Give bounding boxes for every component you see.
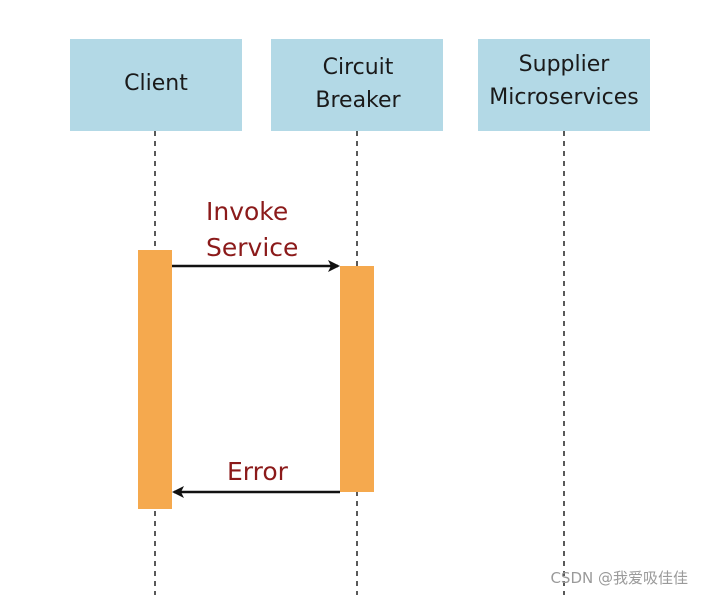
- watermark-text: CSDN @我爱吸佳佳: [550, 569, 688, 587]
- participant-supplier-microservices: Supplier Microservices: [478, 39, 650, 131]
- participant-box-client: [70, 39, 242, 131]
- participant-label-circuit-breaker-line-2: Breaker: [315, 88, 401, 113]
- participant-label-circuit-breaker-line-1: Circuit: [323, 55, 394, 80]
- message-error: Error: [172, 457, 340, 498]
- message-invoke-service: Invoke Service: [172, 197, 340, 272]
- participant-box-supplier-microservices: [478, 39, 650, 131]
- participant-box-circuit-breaker: [271, 39, 443, 131]
- participant-circuit-breaker: Circuit Breaker: [271, 39, 443, 131]
- activation-bar-client: [138, 250, 172, 509]
- participant-label-supplier-microservices-line-2: Microservices: [489, 85, 638, 110]
- message-label-error: Error: [227, 457, 289, 486]
- participant-label-client-line-1: Client: [124, 71, 188, 96]
- participant-client: Client: [70, 39, 242, 131]
- activation-bar-circuit-breaker: [340, 266, 374, 492]
- message-label-invoke-service-line-1: Invoke: [206, 197, 288, 226]
- message-label-invoke-service-line-2: Service: [206, 233, 298, 262]
- participant-label-supplier-microservices-line-1: Supplier: [519, 52, 611, 77]
